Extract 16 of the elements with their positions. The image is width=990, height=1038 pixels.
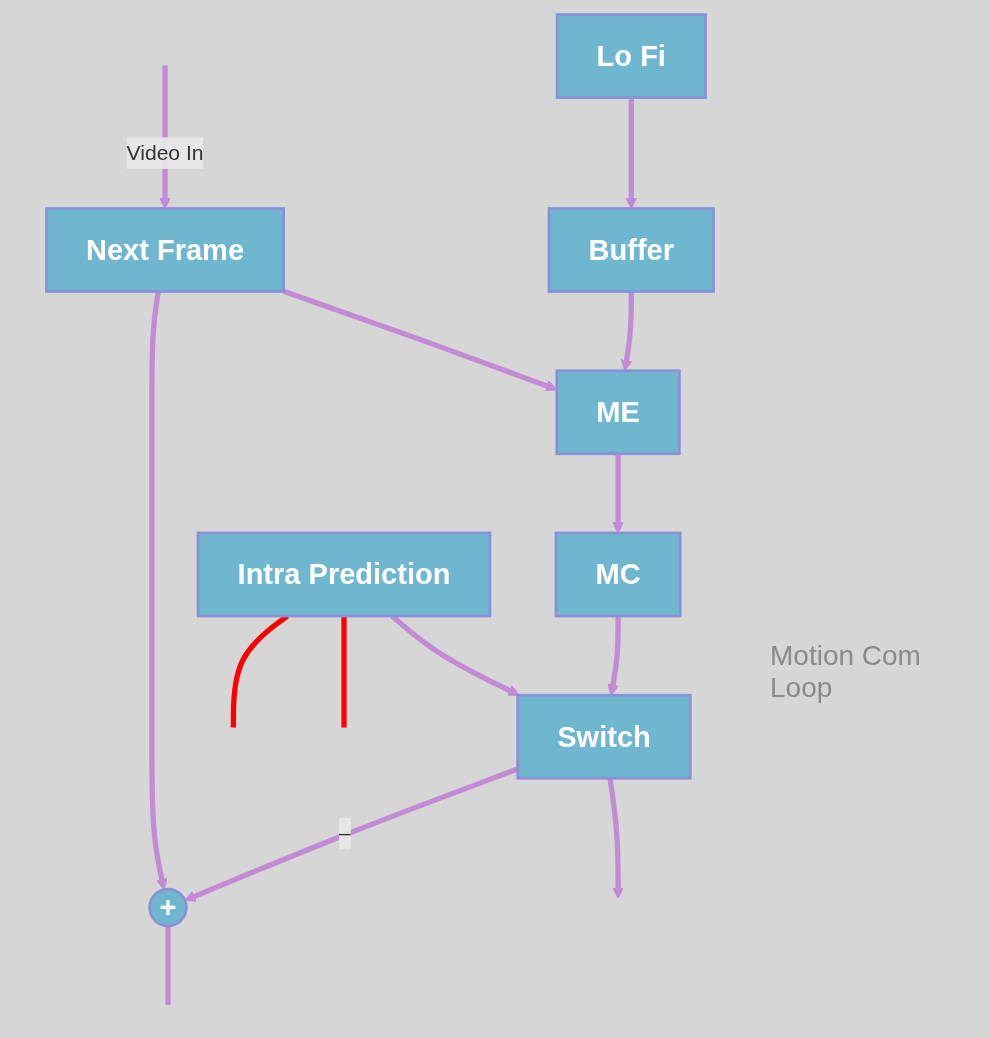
node-box: ME: [555, 369, 681, 456]
node-box: Switch: [516, 693, 692, 780]
arrow: [149, 291, 168, 891]
arrow: [607, 616, 621, 696]
node-box: Next Frame: [45, 207, 285, 293]
node-circle: +: [148, 887, 188, 928]
note-text: Motion Com Loop: [770, 640, 922, 704]
node-box: Intra Prediction: [196, 531, 492, 618]
edge-label: Video In: [126, 141, 204, 164]
connector: [341, 616, 347, 728]
node-box: Lo Fi: [555, 13, 707, 99]
connector: [165, 925, 171, 1005]
node-box: Buffer: [547, 207, 715, 293]
node-box: MC: [554, 531, 682, 618]
arrow: [625, 97, 638, 209]
edge-label: –: [338, 821, 351, 845]
